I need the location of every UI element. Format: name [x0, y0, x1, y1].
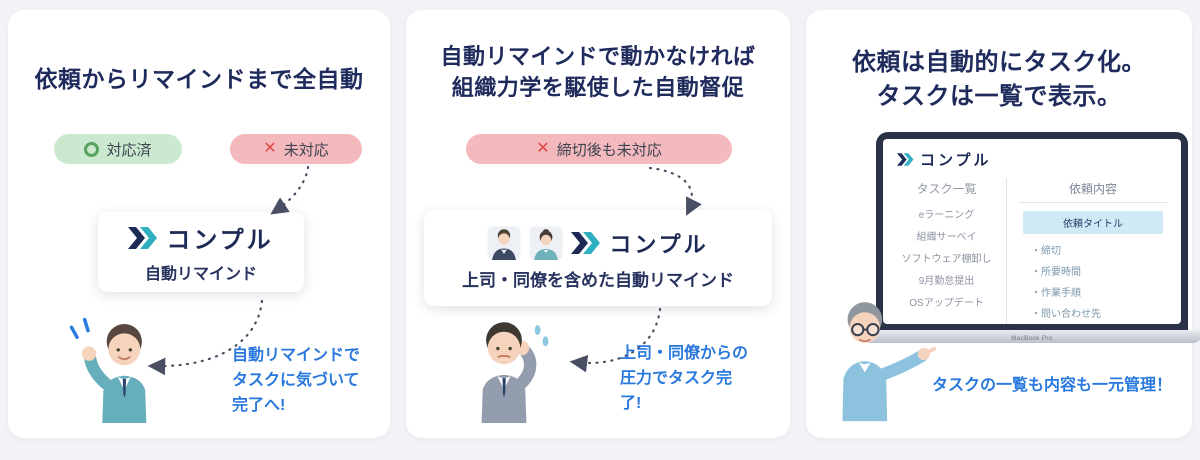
benefit-callout: タスクの一覧も内容も一元管理！ [932, 377, 1173, 394]
double-chevron-icon [128, 226, 158, 249]
conpul-logo: コンプル [128, 220, 273, 255]
laptop-brand-label: MacBook Pro [1011, 336, 1053, 342]
conpul-logo: コンプル [487, 226, 708, 260]
detail-field: ・所要時間 [1030, 267, 1081, 278]
dotted-arrow-badge-to-box [648, 166, 702, 216]
logo-text: コンプル [609, 231, 709, 257]
task-list-panel: タスク一覧 eラーニング 組織サーベイ ソフトウェア棚卸し 9月勤怠提出 OSア… [893, 178, 1007, 324]
detail-field: ・問い合わせ先 [1030, 309, 1101, 320]
person-illustration-cheering [69, 317, 147, 423]
app-body: タスク一覧 eラーニング 組織サーベイ ソフトウェア棚卸し 9月勤怠提出 OSア… [883, 176, 1181, 324]
task-list-item: ソフトウェア棚卸し [901, 254, 992, 265]
person-illustration-stressed [481, 322, 549, 423]
colleague-avatar-icon [529, 226, 563, 260]
task-list-item: OSアップデート [909, 298, 984, 309]
benefit-callout: 自動リマインドで タスクに気づいて 完了へ! [232, 347, 361, 414]
detail-field: ・作業手順 [1030, 288, 1081, 299]
badge-label: 対応済 [106, 141, 152, 159]
conpul-logo: コンプル [883, 139, 1181, 176]
dotted-arrow-box-to-person [569, 307, 662, 373]
card-task-list: 依頼は自動的にタスク化。 タスクは一覧で表示。 コンプル タスク一覧 e [806, 10, 1200, 438]
conpul-remind-box: コンプル 自動リマインド [98, 212, 304, 292]
conpul-escalation-box: コンプル 上司・同僚を含めた自動リマインド [424, 210, 772, 306]
cross-icon: ✕ [536, 140, 550, 157]
task-list-item: eラーニング [918, 210, 975, 221]
status-badge-done: 対応済 [54, 134, 182, 164]
cross-icon: ✕ [263, 140, 277, 157]
task-list-header: タスク一覧 [916, 182, 977, 196]
logo-text: コンプル [166, 227, 274, 254]
laptop-base: MacBook Pro [862, 330, 1200, 343]
detail-header: 依頼内容 [1018, 180, 1167, 203]
conpul-app-screen: コンプル タスク一覧 eラーニング 組織サーベイ ソフトウェア棚卸し 9月勤怠提… [883, 139, 1181, 324]
logo-text: コンプル [920, 152, 992, 169]
laptop-screen: コンプル タスク一覧 eラーニング 組織サーベイ ソフトウェア棚卸し 9月勤怠提… [876, 132, 1188, 330]
card-title: 自動リマインドで動かなければ 組織力学を駆使した自動督促 [440, 44, 756, 100]
status-badge-pending: ✕ 未対応 [230, 134, 362, 164]
person-illustration-pointing [842, 302, 936, 422]
box-caption: 自動リマインド [144, 266, 257, 283]
task-list-item: 9月勤怠提出 [918, 276, 975, 287]
benefit-callout: 上司・同僚からの 圧力でタスク完 了! [620, 345, 749, 412]
laptop-illustration: コンプル タスク一覧 eラーニング 組織サーベイ ソフトウェア棚卸し 9月勤怠提… [862, 132, 1200, 343]
circle-done-icon [84, 141, 100, 157]
boss-avatar-icon [487, 226, 521, 260]
task-detail-panel: 依頼内容 依頼タイトル ・締切 ・所要時間 ・作業手順 ・問い合わせ先 [1007, 178, 1171, 324]
card-title: 依頼は自動的にタスク化。 タスクは一覧で表示。 [852, 49, 1146, 110]
dotted-arrow-badge-to-box [270, 165, 310, 215]
status-badge-overdue: ✕ 締切後も未対応 [466, 134, 732, 164]
task-list-item: 組織サーベイ [916, 232, 977, 243]
card-title: 依頼からリマインドまで全自動 [34, 66, 364, 92]
box-caption: 上司・同僚を含めた自動リマインド [462, 270, 734, 290]
detail-field: ・締切 [1030, 246, 1061, 257]
task-title-bar: 依頼タイトル [1022, 211, 1163, 234]
dotted-arrow-box-to-person [147, 299, 264, 376]
card-auto-escalation: 自動リマインドで動かなければ 組織力学を駆使した自動督促 ✕ 締切後も未対応 [406, 10, 790, 438]
card-auto-remind: 依頼からリマインドまで全自動 対応済 ✕ 未対応 コンプル 自動リマインド [8, 10, 390, 438]
badge-label: 未対応 [283, 141, 329, 159]
badge-label: 締切後も未対応 [556, 141, 662, 159]
double-chevron-icon [571, 231, 601, 254]
double-chevron-icon [897, 153, 914, 166]
